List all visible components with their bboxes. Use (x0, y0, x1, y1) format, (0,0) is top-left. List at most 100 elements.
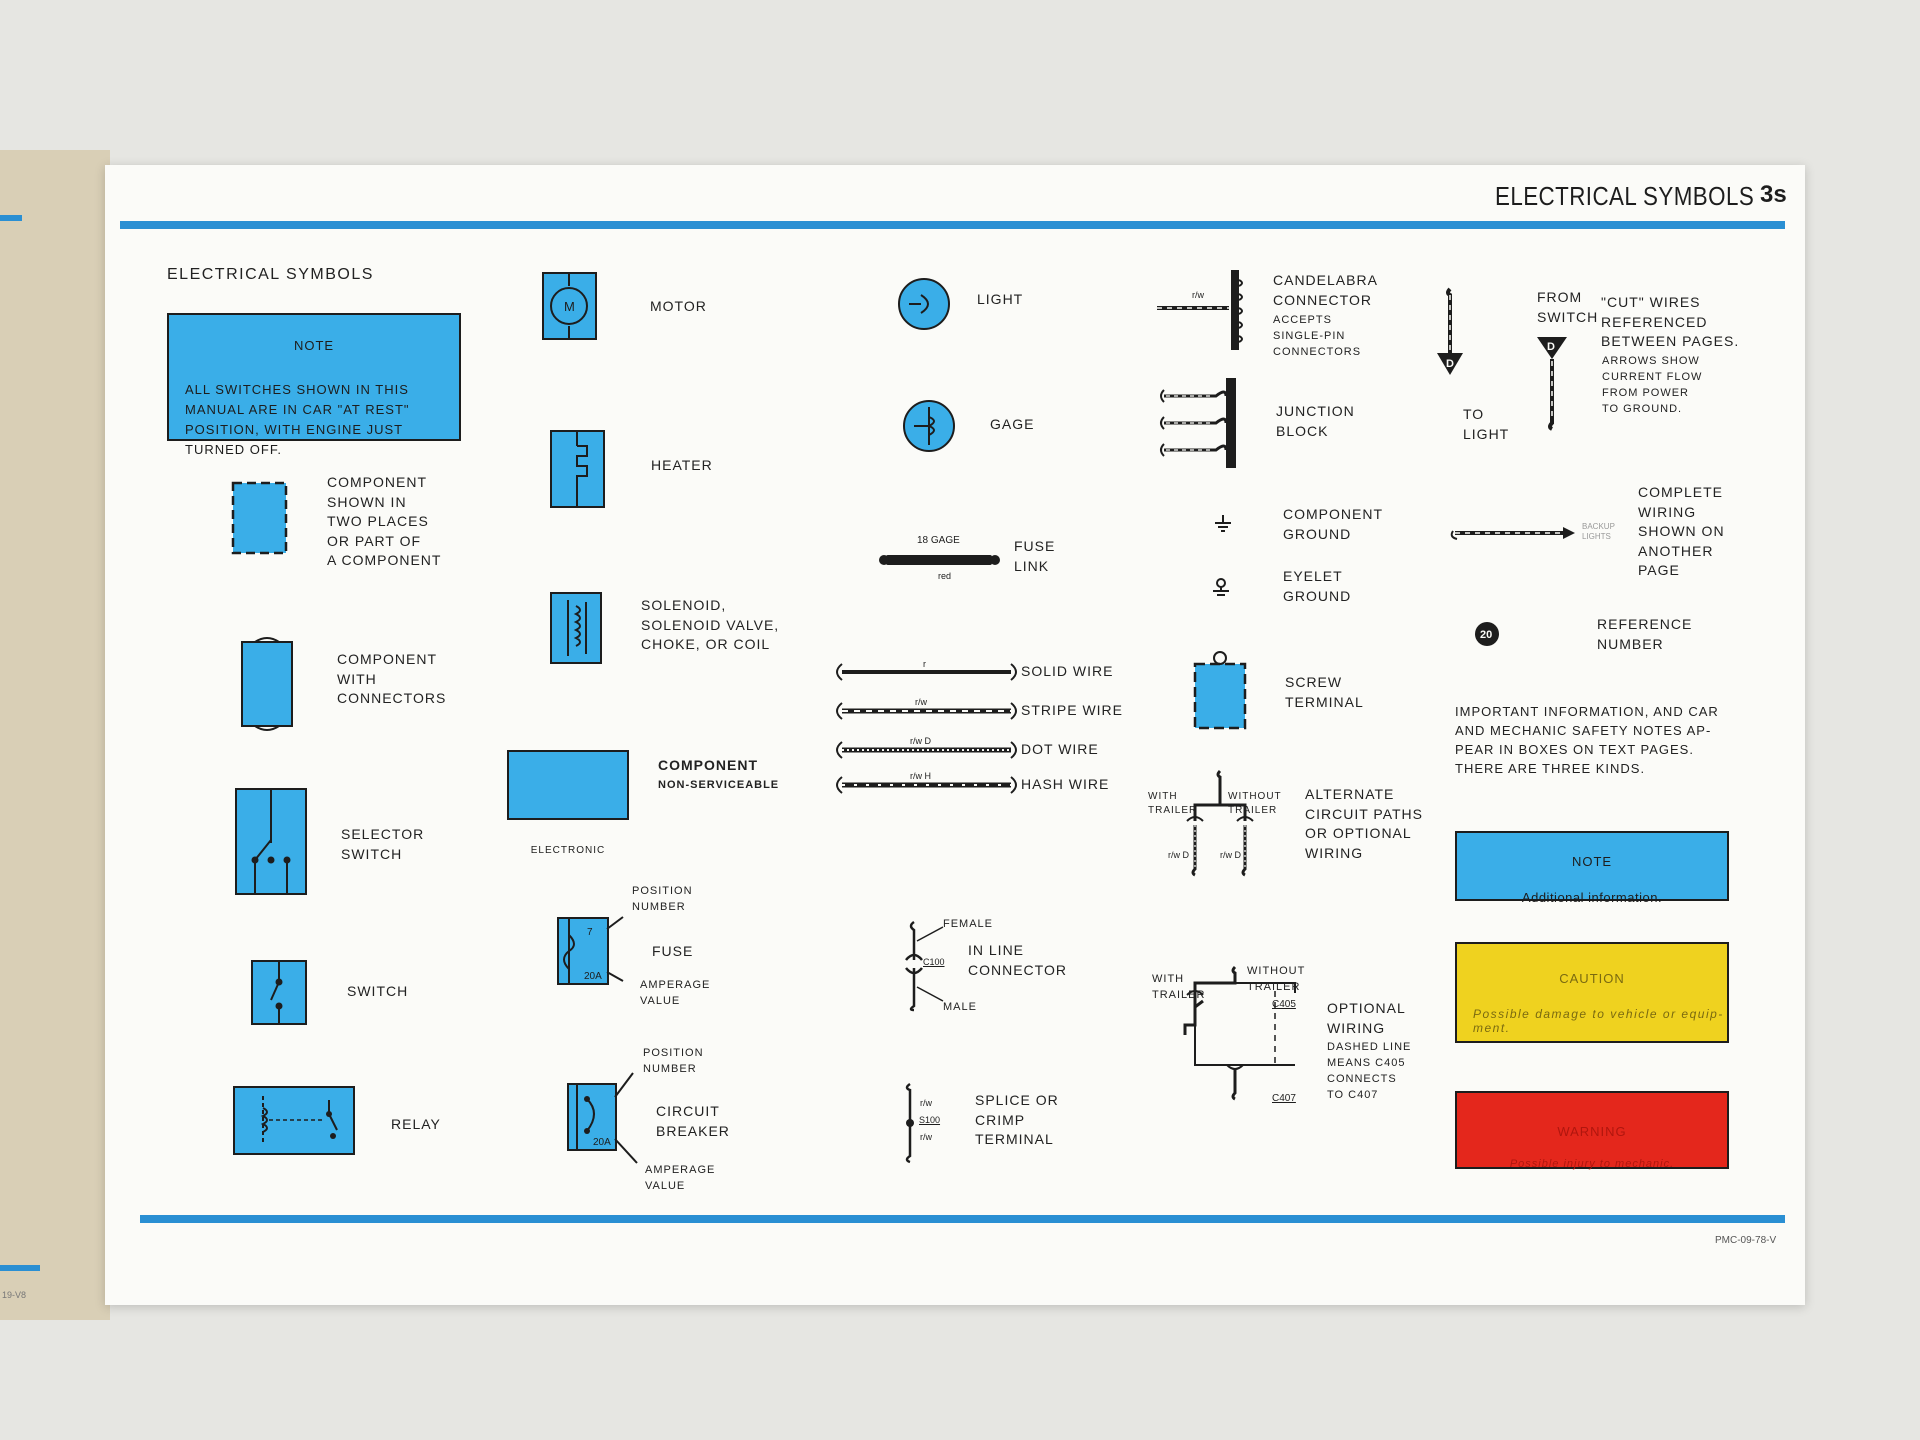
dot-wire-symbol (836, 741, 1017, 759)
cb-amp-value: 20A (593, 1137, 611, 1148)
female-label: FEMALE (943, 918, 994, 930)
heater-symbol (550, 430, 605, 508)
eyelet-ground-label: EYELET GROUND (1283, 568, 1352, 604)
alternate-paths-symbol (1186, 769, 1254, 877)
non-serviceable-label: NON-SERVICEABLE (658, 779, 780, 791)
important-info-text: IMPORTANT INFORMATION, AND CAR AND MECHA… (1455, 704, 1719, 776)
c405-label: C405 (1272, 999, 1296, 1010)
eyelet-ground-symbol (1213, 578, 1229, 596)
from-switch-label: FROM SWITCH (1537, 289, 1599, 325)
solid-wire-label: SOLID WIRE (1021, 663, 1114, 679)
relay-label: RELAY (391, 1116, 441, 1132)
electronic-box-label: ELECTRONIC (530, 845, 606, 856)
alt-without-trailer: WITHOUT TRAILER (1228, 791, 1282, 816)
component-ground-label: COMPONENT GROUND (1283, 506, 1383, 542)
candelabra-label: CANDELABRA CONNECTOR (1273, 272, 1378, 308)
opt-without-trailer: WITHOUT TRAILER (1247, 965, 1306, 993)
note-box-title: NOTE (293, 338, 335, 353)
hash-wire-symbol (836, 776, 1017, 794)
hash-wire-code: r/w H (910, 771, 931, 781)
candelabra-sub-label: ACCEPTS SINGLE-PIN CONNECTORS (1273, 314, 1362, 358)
cb-position-label: POSITION NUMBER (643, 1047, 704, 1075)
component-label: COMPONENT (658, 757, 758, 773)
gage-label: GAGE (990, 416, 1035, 432)
cut-wires-sub: ARROWS SHOW CURRENT FLOW FROM POWER TO G… (1602, 355, 1703, 415)
note-box: NOTE ALL SWITCHES SHOWN IN THIS MANUAL A… (167, 313, 461, 457)
cb-amperage-label: AMPERAGE VALUE (645, 1164, 716, 1192)
motor-label: MOTOR (650, 298, 707, 314)
alt-with-trailer: WITH TRAILER (1148, 791, 1198, 816)
cut-wire-to-symbol: D (1537, 337, 1567, 431)
switch-label: SWITCH (347, 983, 409, 999)
cut-marker-left: D (1446, 358, 1454, 370)
solid-wire-symbol (836, 663, 1017, 681)
fuse-amperage-label: AMPERAGE VALUE (640, 979, 711, 1007)
opt-with-trailer: WITH TRAILER (1152, 973, 1206, 1001)
screw-terminal-symbol (1193, 651, 1247, 730)
bottom-rule (140, 1215, 1785, 1223)
optional-wiring-desc: DASHED LINE MEANS C405 CONNECTS TO C407 (1327, 1041, 1412, 1101)
fuse-position-label: POSITION NUMBER (632, 885, 693, 913)
stripe-wire-label: STRIPE WIRE (1021, 702, 1124, 718)
splice-code: S100 (919, 1115, 941, 1125)
component-two-places-symbol (231, 481, 288, 555)
circuit-breaker-symbol: 20A (567, 1072, 638, 1164)
light-label: LIGHT (977, 291, 1024, 307)
stripe-wire-code: r/w (915, 697, 927, 707)
warning-sample-title: WARNING (1557, 1124, 1627, 1139)
splice-wire-bottom: r/w (920, 1132, 932, 1142)
connector-code: C100 (923, 957, 945, 967)
section-heading: ELECTRICAL SYMBOLS (167, 266, 374, 283)
splice-label: SPLICE OR CRIMP TERMINAL (975, 1092, 1059, 1147)
reference-number-symbol: 20 (1475, 622, 1499, 646)
left-page-footer: 19-V8 (2, 1290, 27, 1300)
alt-wire-code-right: r/w D (1220, 850, 1241, 860)
junction-block-symbol (1160, 378, 1236, 468)
fuse-position-value: 7 (587, 927, 593, 938)
relay-symbol (233, 1086, 355, 1155)
left-page-rule (0, 215, 22, 221)
reference-number-value: 20 (1480, 629, 1492, 641)
caution-sample-box: CAUTION Possible damage to vehicle or eq… (1455, 942, 1729, 1043)
splice-wire-top: r/w (920, 1098, 932, 1108)
note-sample-body: Additional information. (1521, 890, 1663, 905)
female-pointer (916, 926, 944, 942)
in-line-connector-symbol (905, 920, 923, 1012)
component-connectors-label: COMPONENT WITH CONNECTORS (337, 651, 447, 706)
fuse-link-symbol (879, 555, 1000, 565)
fuse-link-color: red (938, 571, 952, 581)
stripe-wire-symbol (836, 702, 1017, 720)
alt-wire-code-left: r/w D (1168, 850, 1189, 860)
screw-terminal-label: SCREW TERMINAL (1285, 674, 1364, 710)
optional-wiring-symbol (1183, 965, 1296, 1101)
complete-wiring-symbol (1450, 527, 1575, 540)
complete-wiring-label: COMPLETE WIRING SHOWN ON ANOTHER PAGE (1638, 484, 1725, 578)
cut-wire-from-symbol: D (1437, 287, 1463, 375)
solid-wire-code: r (923, 659, 926, 669)
c407-label: C407 (1272, 1093, 1296, 1104)
backup-lights-label: BACKUP LIGHTS (1582, 522, 1615, 541)
splice-symbol (905, 1082, 914, 1164)
male-pointer (916, 986, 944, 1002)
candelabra-connector-symbol (1157, 270, 1243, 350)
selector-switch-label: SELECTOR SWITCH (341, 826, 425, 862)
fuse-label: FUSE (652, 943, 694, 959)
fuse-amp-value: 20A (584, 971, 602, 982)
hash-wire-label: HASH WIRE (1021, 776, 1110, 792)
light-symbol (898, 278, 950, 330)
fuse-symbol: 7 20A (557, 916, 624, 985)
warning-sample-box: WARNING Possible injury to mechanic. (1455, 1091, 1729, 1170)
dot-wire-label: DOT WIRE (1021, 741, 1099, 757)
warning-sample-body: Possible injury to mechanic. (1509, 1158, 1675, 1170)
motor-symbol-letter: M (564, 299, 575, 314)
cut-wires-label: "CUT" WIRES REFERENCED BETWEEN PAGES. (1601, 294, 1740, 349)
component-with-connectors-symbol (241, 637, 293, 731)
reference-number-label: REFERENCE NUMBER (1597, 616, 1693, 652)
junction-block-label: JUNCTION BLOCK (1276, 403, 1355, 439)
cut-marker-right: D (1547, 341, 1555, 353)
left-page-rule-bottom (0, 1265, 40, 1271)
solenoid-symbol (550, 592, 602, 664)
selector-switch-symbol (235, 788, 307, 895)
note-sample-box: NOTE Additional information. (1455, 831, 1729, 905)
candelabra-wire-code: r/w (1192, 290, 1204, 300)
